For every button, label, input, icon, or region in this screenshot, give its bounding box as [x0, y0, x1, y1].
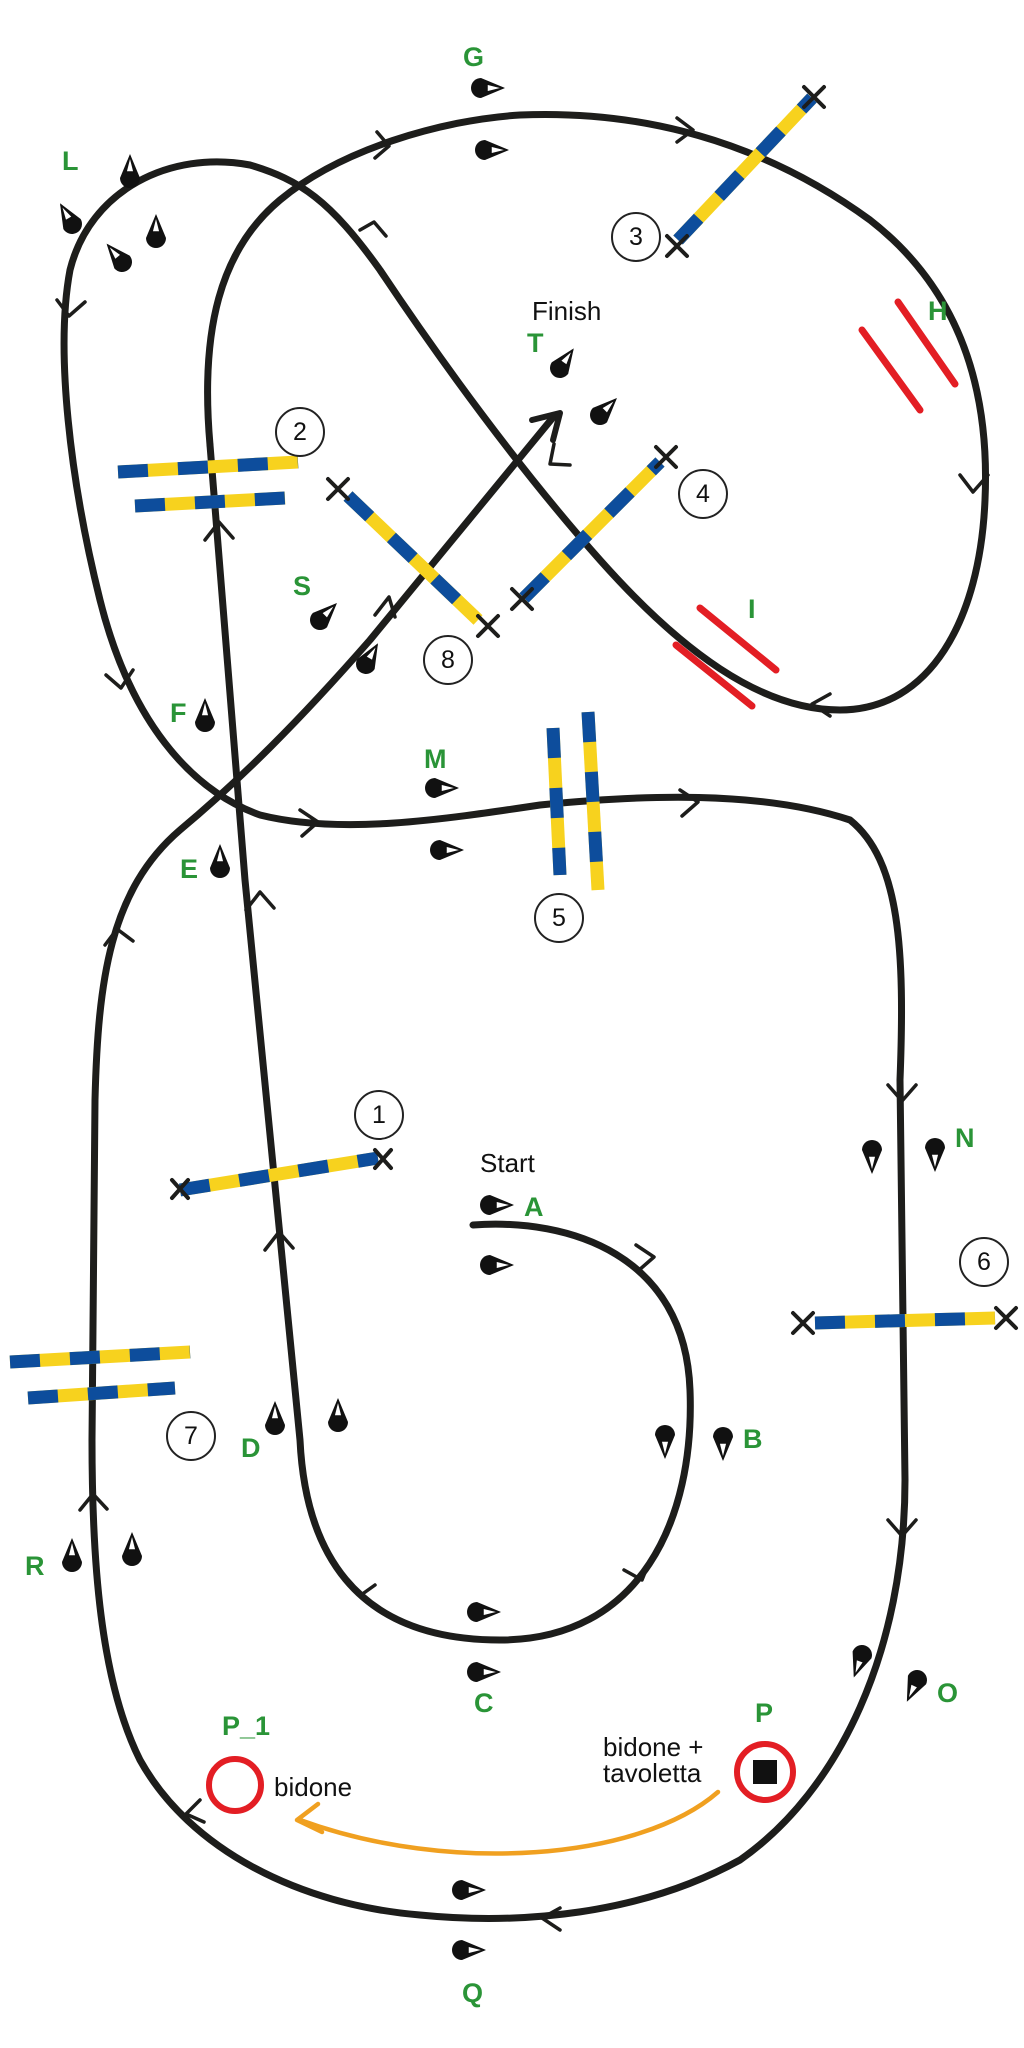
- gate-7: [9, 1345, 191, 1405]
- cone-label-a: A: [524, 1192, 544, 1222]
- gate-6: [791, 1306, 1018, 1335]
- svg-text:2: 2: [293, 418, 307, 446]
- cone-label-q: Q: [462, 1978, 483, 2008]
- track-direction-arrows: [55, 116, 990, 1932]
- cone-icon: [98, 236, 137, 277]
- gate-number-7: 7: [166, 1411, 216, 1461]
- cone-icon: [712, 1426, 734, 1462]
- cone-icon: [194, 697, 216, 733]
- bidone-label: bidone: [274, 1772, 352, 1802]
- gate-number-3: 3: [611, 212, 661, 262]
- gate-8: [326, 477, 500, 638]
- svg-text:6: 6: [977, 1248, 991, 1276]
- cone-label-c: C: [474, 1688, 494, 1718]
- cone-icon: [479, 1194, 515, 1216]
- cones: [50, 77, 946, 1961]
- track-start-spiral: [206, 441, 694, 1644]
- cone-icon: [470, 77, 506, 99]
- cone-label-s: S: [293, 571, 311, 601]
- transfer-arrowhead: [294, 1801, 325, 1835]
- cone-label-o: O: [937, 1678, 958, 1708]
- cone-label-f: F: [170, 698, 187, 728]
- gate-number-5: 5: [534, 893, 584, 943]
- track: [60, 111, 989, 1922]
- cone-label-r: R: [25, 1551, 45, 1581]
- cone-icon: [119, 153, 141, 189]
- cone-icon: [61, 1537, 83, 1573]
- svg-text:4: 4: [696, 480, 710, 508]
- cone-icon: [897, 1665, 932, 1707]
- cone-icon: [209, 843, 231, 879]
- cone-icon: [424, 777, 460, 799]
- svg-text:8: 8: [441, 646, 455, 674]
- track-left-loop: [60, 111, 989, 1922]
- station-label-p1: P_1: [222, 1711, 270, 1741]
- finish-label: Finish: [532, 296, 601, 326]
- cone-label-g: G: [463, 42, 484, 72]
- start-label: Start: [480, 1148, 536, 1178]
- red-marker-i: [672, 604, 780, 710]
- cone-label-d: D: [241, 1433, 261, 1463]
- gate-number-6: 6: [959, 1237, 1009, 1287]
- cone-icon: [545, 341, 583, 383]
- cone-icon: [327, 1397, 349, 1433]
- bidone-tavoletta-label-line2: tavoletta: [603, 1758, 702, 1788]
- cone-icon: [305, 595, 345, 635]
- finish-arrowhead: [529, 410, 563, 443]
- cone-icon: [121, 1531, 143, 1567]
- cone-label-e: E: [180, 854, 198, 884]
- gate-5: [546, 711, 605, 891]
- cone-label-h: H: [928, 296, 948, 326]
- cone-label-t: T: [527, 328, 544, 358]
- cone-icon: [861, 1139, 883, 1175]
- cone-icon: [474, 139, 510, 161]
- cone-label-m: M: [424, 744, 447, 774]
- gate-number-8: 8: [423, 635, 473, 685]
- cone-icon: [466, 1661, 502, 1683]
- cone-icon: [451, 1939, 487, 1961]
- gate-4: [510, 445, 678, 611]
- cone-icon: [50, 197, 87, 239]
- transfer-arrow: [297, 1789, 721, 1856]
- gate-1: [170, 1148, 393, 1200]
- cone-icon: [451, 1879, 487, 1901]
- gate-number-1: 1: [354, 1090, 404, 1140]
- cone-label-p: P: [755, 1698, 773, 1728]
- cone-icon: [479, 1254, 515, 1276]
- cone-label-i: I: [748, 594, 756, 624]
- cone-icon: [429, 839, 465, 861]
- gate-3: [665, 85, 826, 258]
- p-station-square: [753, 1760, 777, 1784]
- gate-number-4: 4: [678, 469, 728, 519]
- bidone-tavoletta-label-line1: bidone +: [603, 1732, 703, 1762]
- svg-text:5: 5: [552, 904, 566, 932]
- gate-2: [117, 455, 299, 513]
- cone-icon: [145, 213, 167, 249]
- svg-text:7: 7: [184, 1422, 198, 1450]
- cone-label-b: B: [743, 1424, 763, 1454]
- cone-icon: [466, 1601, 502, 1623]
- cone-icon: [654, 1424, 676, 1460]
- p1-station-circle: [206, 1756, 264, 1814]
- gate-number-2: 2: [275, 407, 325, 457]
- cone-icon: [585, 390, 625, 430]
- cone-label-n: N: [955, 1123, 975, 1153]
- cone-icon: [264, 1400, 286, 1436]
- cone-icon: [924, 1137, 946, 1173]
- svg-text:3: 3: [629, 223, 643, 251]
- cone-label-l: L: [62, 146, 79, 176]
- svg-text:1: 1: [372, 1101, 386, 1129]
- p-station-circle: [734, 1741, 796, 1803]
- red-marker-h: [858, 298, 959, 414]
